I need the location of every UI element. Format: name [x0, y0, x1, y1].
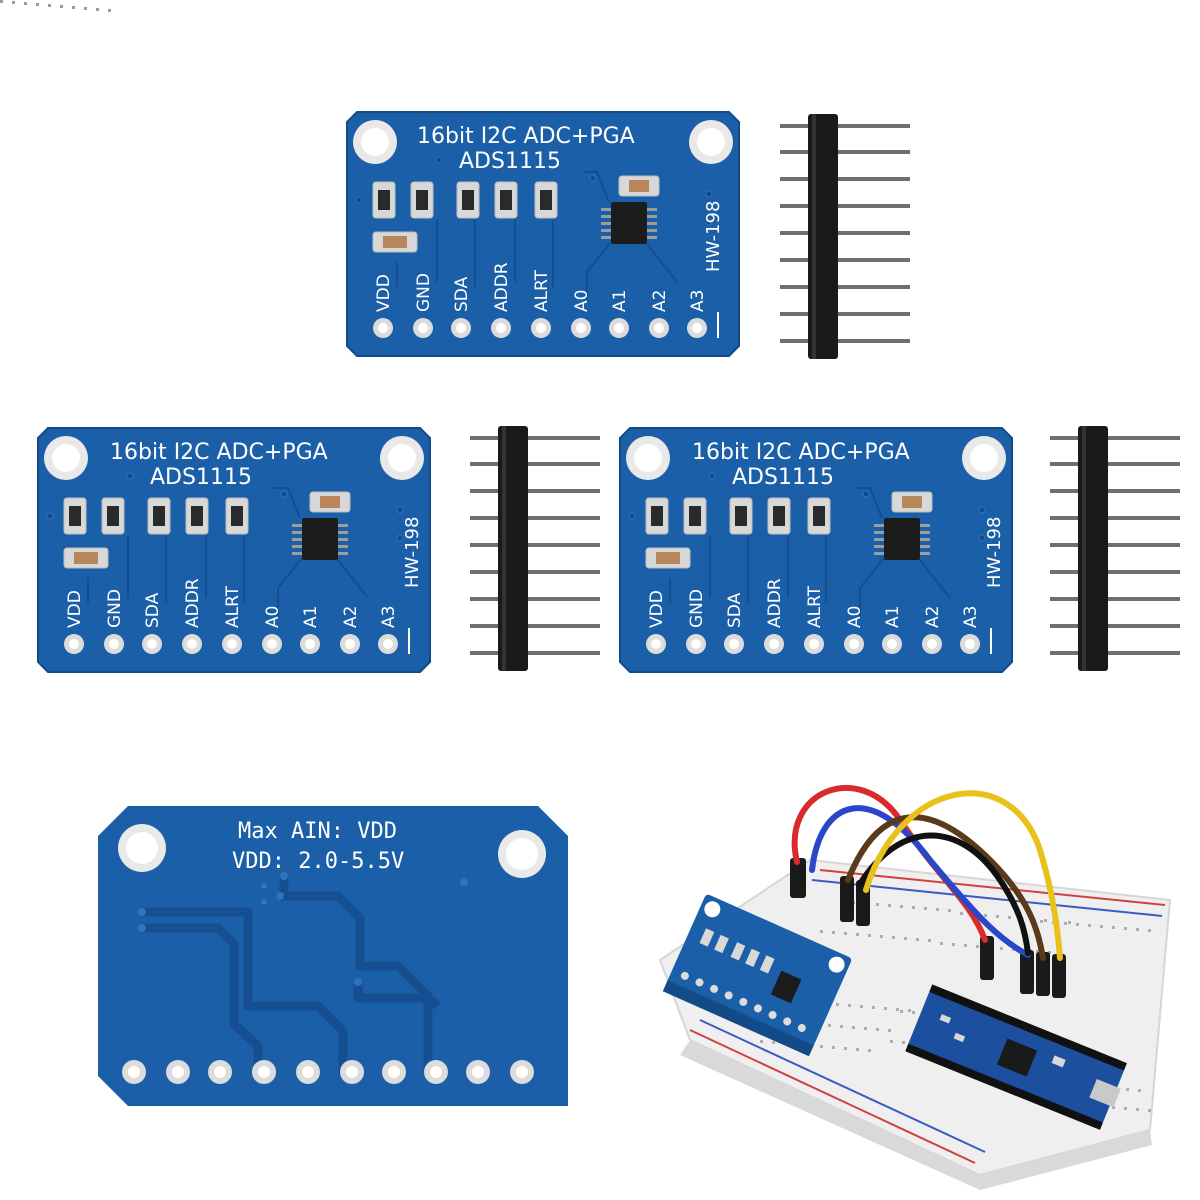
front-board-right: 16bit I2C ADC+PGA ADS1115 HW-198 VDD GND…: [619, 427, 1013, 673]
pin-label: VDD: [374, 274, 394, 312]
breadboard-photo: [0, 0, 1172, 1190]
pin-label: A1: [883, 606, 903, 628]
pin-label: A2: [650, 290, 670, 312]
pin-label: ALRT: [805, 585, 825, 628]
pin-label: A0: [845, 606, 865, 628]
pin-label: A0: [263, 606, 283, 628]
pin-labels: VDD GND SDA ADDR ALRT A0 A1 A2 A3: [374, 262, 708, 312]
pin-label: ADDR: [765, 578, 785, 628]
mini-ads1115-board: [662, 894, 852, 1057]
pin-labels: VDD GND SDA ADDR ALRT A0 A1 A2 A3: [65, 578, 399, 628]
board-title: 16bit I2C ADC+PGA: [692, 440, 910, 465]
jumper-wires: [791, 784, 1063, 961]
pin-label: A3: [961, 606, 981, 628]
pin-label: A1: [610, 290, 630, 312]
pin-label: A3: [379, 606, 399, 628]
back-spec-line2: VDD: 2.0-5.5V: [232, 849, 404, 874]
pin-label: GND: [414, 273, 434, 312]
pin-label: ALRT: [532, 269, 552, 312]
pin-header-left: [470, 426, 600, 671]
pin-header-right: [1050, 426, 1180, 671]
pin-label: A1: [301, 606, 321, 628]
board-model: HW-198: [402, 517, 423, 588]
board-chip-name: ADS1115: [150, 465, 252, 490]
pin-label: ADDR: [183, 578, 203, 628]
pin-label: SDA: [725, 592, 745, 628]
board-chip-name: ADS1115: [732, 465, 834, 490]
back-spec-line1: Max AIN: VDD: [238, 819, 397, 844]
pin-label: ALRT: [223, 585, 243, 628]
pin-label: SDA: [452, 276, 472, 312]
front-board-top: 16bit I2C ADC+PGA ADS1115 HW-198 VDD GND…: [346, 111, 740, 357]
pin-label: SDA: [143, 592, 163, 628]
pin-label: A3: [688, 290, 708, 312]
board-model: HW-198: [984, 517, 1005, 588]
pin-label: A0: [572, 290, 592, 312]
pin-label: A2: [341, 606, 361, 628]
pin-label: VDD: [647, 590, 667, 628]
board-title: 16bit I2C ADC+PGA: [110, 440, 328, 465]
pin-label: GND: [105, 589, 125, 628]
pin-label: VDD: [65, 590, 85, 628]
pin-label: A2: [923, 606, 943, 628]
pin-labels: VDD GND SDA ADDR ALRT A0 A1 A2 A3: [647, 578, 981, 628]
board-chip-name: ADS1115: [459, 149, 561, 174]
pin-header-top: [780, 114, 910, 359]
pin-label: ADDR: [492, 262, 512, 312]
pin-label: GND: [687, 589, 707, 628]
front-board-left: 16bit I2C ADC+PGA ADS1115 HW-198 VDD GND…: [37, 427, 431, 673]
back-board: Max AIN: VDD VDD: 2.0-5.5V: [98, 806, 568, 1106]
arduino-nano-board: [905, 984, 1127, 1130]
board-title: 16bit I2C ADC+PGA: [417, 124, 635, 149]
board-model: HW-198: [703, 201, 724, 272]
